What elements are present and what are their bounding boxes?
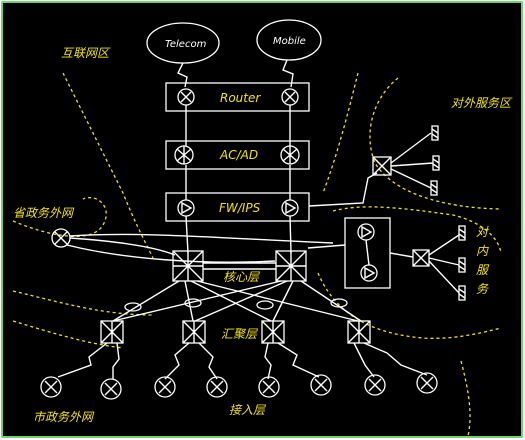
svg-text:内: 内 <box>476 244 489 258</box>
external-server-icon <box>430 180 438 196</box>
access-tier-label: 接入层 <box>229 403 266 417</box>
link-bundle-marker <box>184 298 202 308</box>
internal-server-icon <box>458 257 466 273</box>
mobile-cloud <box>256 19 322 61</box>
access-node-icon <box>310 374 332 396</box>
access-uplinks <box>57 342 428 380</box>
municipal-network-label: 市政务外网 <box>33 410 95 424</box>
core-switch-icon <box>172 250 204 282</box>
access-node-icon <box>40 376 62 398</box>
access-node-icon <box>258 376 280 398</box>
fw-layer-box <box>165 192 310 222</box>
external-server-icon <box>431 125 439 141</box>
internal-server-link-3 <box>428 260 460 294</box>
access-node-icon <box>100 378 122 400</box>
right-lower-boundary <box>460 360 471 436</box>
firewall-icon <box>360 264 378 282</box>
telecom-link <box>177 62 188 88</box>
external-services-label: 对外服务区 <box>451 96 513 110</box>
internal-server-icon <box>458 285 466 301</box>
provincial-router-icon <box>51 228 71 248</box>
provincial-boundary <box>12 197 107 237</box>
acad-device-icon <box>174 145 194 165</box>
internal-services-label: 对 内 服 务 <box>476 225 490 296</box>
acad-layer-label: AC/AD <box>219 148 258 162</box>
firewall-icon <box>177 199 195 217</box>
svg-text:务: 务 <box>476 282 489 296</box>
internet-zone-boundary <box>62 72 154 259</box>
core-switch-icon <box>275 250 307 282</box>
access-boundary <box>12 320 124 349</box>
dmz-server-link-1 <box>390 132 432 164</box>
svg-text:对: 对 <box>476 225 490 239</box>
internet-zone-label: 互联网区 <box>61 46 111 60</box>
fw-to-dmz-link <box>308 172 378 207</box>
link-bundle-marker <box>124 302 142 312</box>
core-to-internal-link <box>307 244 346 249</box>
router-icon <box>281 88 299 106</box>
core-backbone-link <box>69 233 334 244</box>
acad-device-icon <box>280 145 300 165</box>
provincial-core-link-2 <box>66 244 276 263</box>
router-layer-box <box>165 82 310 112</box>
mobile-label: Mobile <box>273 36 306 47</box>
firewall-icon <box>357 223 375 241</box>
link-bundle-marker <box>256 300 274 310</box>
access-node-icon <box>364 374 386 396</box>
router-layer-label: Router <box>220 91 261 105</box>
right-fw-core-link <box>289 215 292 254</box>
svg-text:服: 服 <box>476 263 490 277</box>
internal-server-link-1 <box>428 234 460 256</box>
aggregation-tier-label: 汇聚层 <box>221 327 258 341</box>
telecom-label: Telecom <box>165 39 207 50</box>
aggregation-switch-icon <box>100 320 124 344</box>
internal-service-boundary <box>332 206 502 254</box>
fw-layer-label: FW/IPS <box>219 201 261 215</box>
dmz-boundary-top <box>369 77 502 210</box>
internal-to-switch-link <box>389 252 414 258</box>
access-node-icon <box>416 372 438 394</box>
aggregation-switch-icon <box>347 320 371 344</box>
dmz-server-link-2 <box>390 162 434 167</box>
dmz-boundary-left <box>322 72 359 194</box>
internal-switch-icon <box>412 249 430 267</box>
firewall-icon <box>281 199 299 217</box>
access-node-icon <box>206 376 228 398</box>
core-agg-links <box>112 280 362 322</box>
provincial-network-label: 省政务外网 <box>13 206 75 220</box>
acad-layer-box <box>165 140 310 170</box>
network-diagram: Telecom Mobile Router AC/AD FW/IPS 互联网区 … <box>12 19 513 436</box>
router-icon <box>177 88 195 106</box>
access-node-icon <box>154 376 176 398</box>
aggregation-boundary <box>12 290 154 316</box>
aggregation-switch-icon <box>182 320 206 344</box>
dmz-switch-icon <box>372 156 392 176</box>
internal-fw-link <box>365 239 370 266</box>
internal-server-icon <box>458 225 466 241</box>
aggregation-switch-icon <box>261 320 285 344</box>
left-fw-core-link <box>185 215 189 254</box>
mobile-link <box>282 59 294 88</box>
link-bundle-marker <box>330 298 348 308</box>
provincial-core-link-1 <box>69 237 176 256</box>
core-tier-label: 核心层 <box>223 270 260 284</box>
dmz-server-link-3 <box>390 168 432 189</box>
internal-server-link-2 <box>428 257 460 266</box>
external-server-icon <box>432 155 440 171</box>
